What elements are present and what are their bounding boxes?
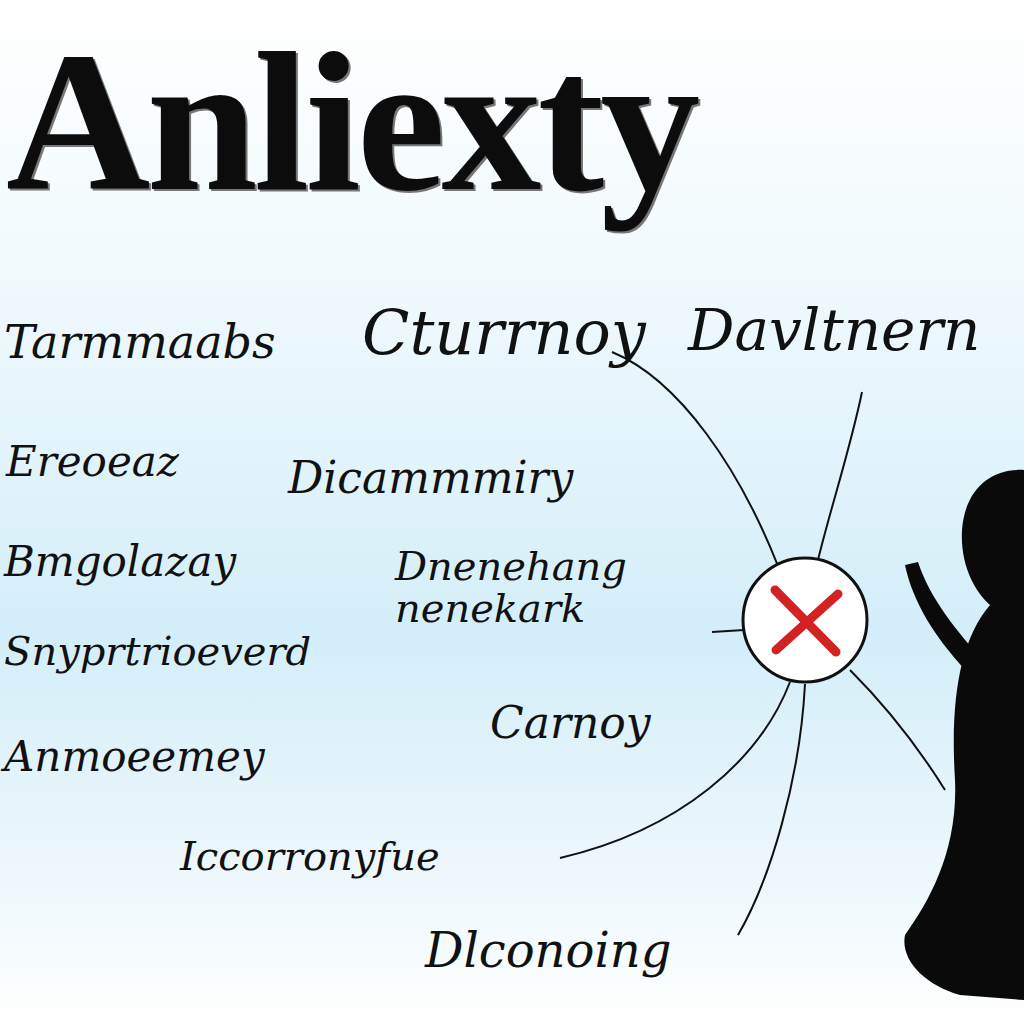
red-x [775,590,838,652]
x-circle [743,558,867,682]
label-text: Davltnern [688,300,980,361]
label-text: Bmgolazay [4,540,236,584]
label-text: Ereoeaz [6,440,179,484]
person-silhouette [904,470,1024,1000]
label-text: Cturrnoy [362,300,646,365]
label-text: Iccorronyfue [180,835,440,877]
title: Anliexty [6,22,696,222]
label-text: Snyprtrioeverd [4,630,311,672]
label-text: Anmoeemey [4,735,265,779]
label-text: Dicammmiry [288,455,573,501]
label-text: Tarmmaabs [4,318,276,366]
leader-lines [560,352,945,935]
label-text: Carnoy [490,700,651,746]
label-text: Dlconoing [425,925,671,975]
label-text: Dnenehang nenekark [395,545,715,629]
